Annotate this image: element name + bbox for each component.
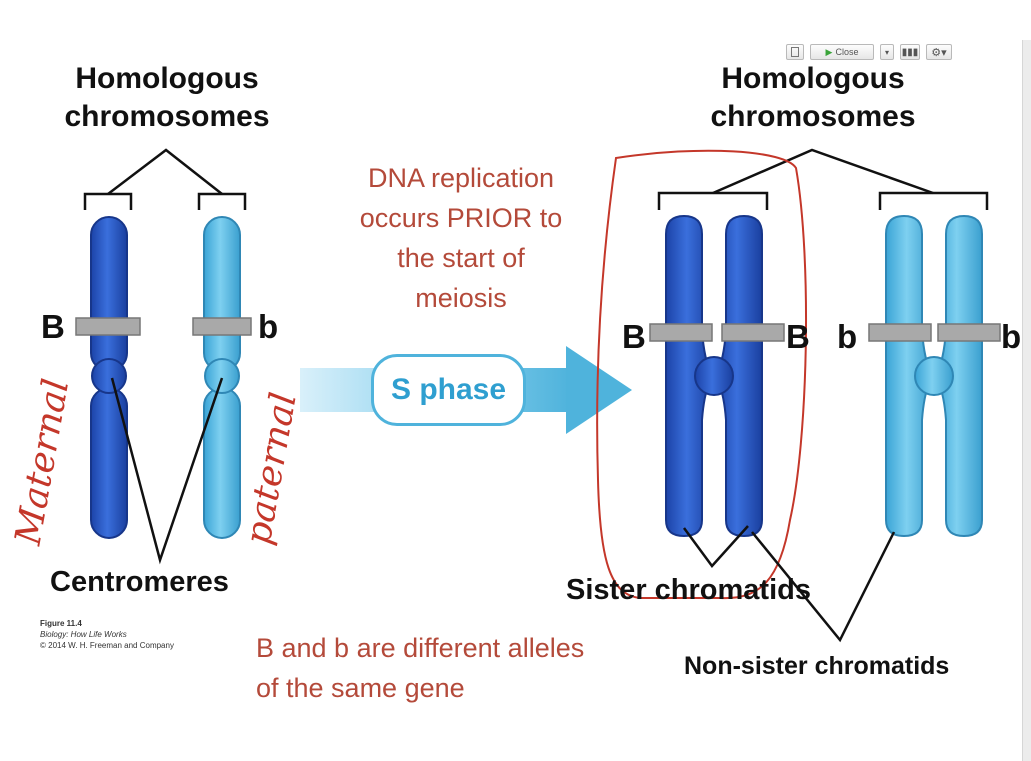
replication-note-line-3: the start of: [397, 243, 525, 273]
right-homolog-brackets: [657, 148, 989, 210]
gear-icon: ⚙▾: [931, 46, 947, 59]
left-homolog-brackets: [83, 148, 247, 210]
allele-label-sister-3: b: [837, 318, 858, 355]
gene-locus-band: [192, 317, 252, 336]
chevron-down-icon: ▾: [885, 47, 890, 57]
figure-caption: Figure 11.4 Biology: How Life Works © 20…: [40, 618, 240, 651]
gene-locus-band: [721, 323, 785, 342]
allele-label-paternal: b: [258, 308, 279, 345]
replication-note-line-4: meiosis: [415, 283, 507, 313]
chart-button[interactable]: ▮▮▮: [900, 44, 920, 60]
sister-chromatids-label: Sister chromatids: [566, 574, 811, 606]
gene-locus-band: [868, 323, 932, 342]
play-button[interactable]: ▶ Close: [810, 44, 874, 60]
maternal-chromosome: [75, 216, 141, 539]
gene-locus-band: [75, 317, 141, 336]
right-heading-line-1: Homologous: [721, 62, 905, 95]
alleles-note-line-2: of the same gene: [256, 673, 465, 703]
non-sister-chromatid-pointers: [751, 531, 896, 643]
play-label: Close: [835, 47, 859, 57]
top-band: [0, 0, 1031, 40]
centromere-pointers: [110, 377, 224, 565]
replication-note-line-1: DNA replication: [367, 163, 555, 193]
replication-note-line-2: occurs PRIOR to: [359, 203, 563, 233]
bar-chart-icon: ▮▮▮: [901, 46, 919, 58]
figure-caption-book: Biology: How Life Works: [40, 630, 127, 639]
duplicated-paternal-chromosome: [868, 214, 1001, 538]
alleles-note-line-1: B and b are different alleles: [256, 633, 585, 663]
figure-caption-title: Figure 11.4: [40, 619, 82, 628]
duplicated-maternal-chromosome: [649, 214, 785, 538]
thumbnail-button[interactable]: [786, 44, 804, 60]
options-button[interactable]: ⚙▾: [926, 44, 952, 60]
non-sister-chromatids-label: Non-sister chromatids: [684, 652, 950, 680]
right-heading-line-2: chromosomes: [710, 100, 916, 133]
scrollbar-edge[interactable]: [1022, 40, 1031, 761]
replication-note: DNA replication occurs PRIOR to the star…: [320, 158, 602, 318]
slides-icon: [791, 47, 799, 57]
hand-drawn-outline: [596, 149, 808, 600]
gene-locus-band: [649, 323, 713, 342]
centromeres-label: Centromeres: [50, 566, 229, 598]
figure-caption-copyright: © 2014 W. H. Freeman and Company: [40, 641, 174, 650]
play-icon: ▶: [825, 46, 833, 57]
s-phase-label: S phase: [371, 354, 526, 426]
allele-label-sister-2: B: [786, 318, 810, 355]
allele-label-sister-4: b: [1001, 318, 1022, 355]
left-heading-line-2: chromosomes: [64, 100, 270, 133]
dropdown-button[interactable]: ▾: [880, 44, 894, 60]
gene-locus-band: [937, 323, 1001, 342]
right-heading: Homologous chromosomes: [682, 60, 944, 136]
left-heading-line-1: Homologous: [75, 62, 259, 95]
paternal-chromosome: [192, 216, 252, 539]
alleles-note: B and b are different alleles of the sam…: [256, 628, 656, 708]
presentation-toolbar: ▶ Close ▾ ▮▮▮ ⚙▾: [786, 42, 952, 62]
allele-label-sister-1: B: [622, 318, 646, 355]
left-heading: Homologous chromosomes: [36, 60, 298, 136]
sister-chromatid-pointers: [682, 525, 749, 568]
allele-label-maternal: B: [41, 308, 65, 345]
